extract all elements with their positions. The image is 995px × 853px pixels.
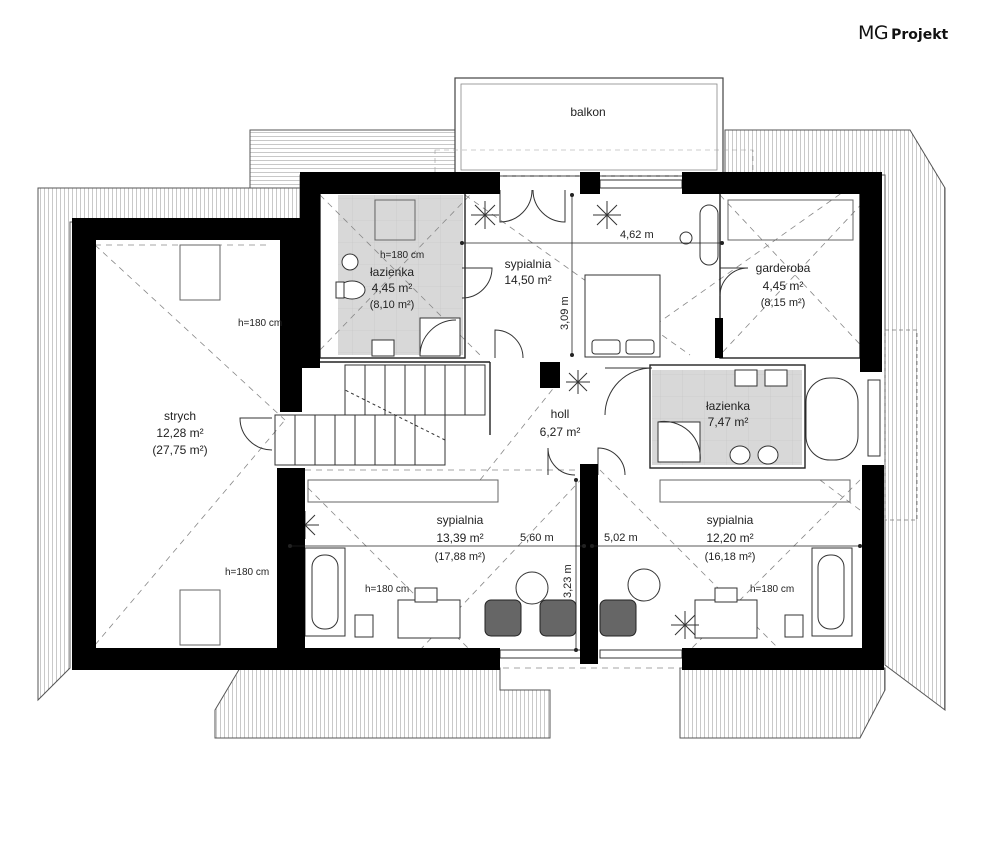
label-holl: holl	[551, 407, 570, 421]
dim-left-height: 3,23 m	[562, 564, 574, 598]
gross-garderoba: (8,15 m²)	[761, 297, 806, 309]
armchairs	[484, 599, 637, 637]
area-sypialnia-left: 13,39 m²	[436, 531, 483, 545]
brand-projekt: Projekt	[891, 27, 949, 43]
area-holl: 6,27 m²	[540, 425, 581, 439]
plants	[291, 201, 699, 639]
label-lazienka-top: łazienka	[370, 265, 414, 279]
gross-sypialnia-left: (17,88 m²)	[435, 551, 486, 563]
label-garderoba: garderoba	[756, 261, 811, 275]
area-lazienka-mid: 7,47 m²	[708, 415, 749, 429]
height-strych-bottom: h=180 cm	[225, 567, 269, 578]
height-sypialnia-left: h=180 cm	[365, 584, 409, 595]
exterior-walls	[72, 172, 884, 670]
height-lazienka-top: h=180 cm	[380, 250, 424, 261]
dim-left-width: 5,60 m	[520, 532, 554, 544]
dimension-lines	[290, 195, 860, 650]
label-sypialnia-left: sypialnia	[437, 513, 484, 527]
area-sypialnia-top: 14,50 m²	[504, 273, 551, 287]
skylights	[179, 199, 854, 646]
dim-right-width: 5,02 m	[604, 532, 638, 544]
gross-sypialnia-right: (16,18 m²)	[705, 551, 756, 563]
label-balkon: balkon	[570, 105, 605, 119]
area-sypialnia-right: 12,20 m²	[706, 531, 753, 545]
label-strych: strych	[164, 409, 196, 423]
dim-top-height: 3,09 m	[559, 296, 571, 330]
dimension-labels: 4,62 m 3,09 m 5,60 m 3,23 m 5,02 m	[520, 229, 654, 598]
gross-lazienka-top: (8,10 m²)	[370, 299, 415, 311]
height-strych-top: h=180 cm	[238, 318, 282, 329]
label-sypialnia-top: sypialnia	[505, 257, 552, 271]
roof-eaves	[37, 129, 946, 739]
stairs	[274, 364, 486, 466]
dim-top-width: 4,62 m	[620, 229, 654, 241]
door-swings	[239, 189, 749, 476]
brand-mg: MG	[858, 22, 889, 44]
label-sypialnia-right: sypialnia	[707, 513, 754, 527]
area-garderoba: 4,45 m²	[763, 279, 804, 293]
gross-strych: (27,75 m²)	[152, 443, 207, 457]
area-strych: 12,28 m²	[156, 426, 203, 440]
room-labels: balkon h=180 cm łazienka 4,45 m² (8,10 m…	[152, 105, 810, 595]
area-lazienka-top: 4,45 m²	[372, 281, 413, 295]
dimension-ticks	[288, 193, 862, 652]
fixtures	[304, 204, 859, 639]
balcony	[434, 77, 754, 177]
height-sypialnia-right: h=180 cm	[750, 584, 794, 595]
label-lazienka-mid: łazienka	[706, 399, 750, 413]
